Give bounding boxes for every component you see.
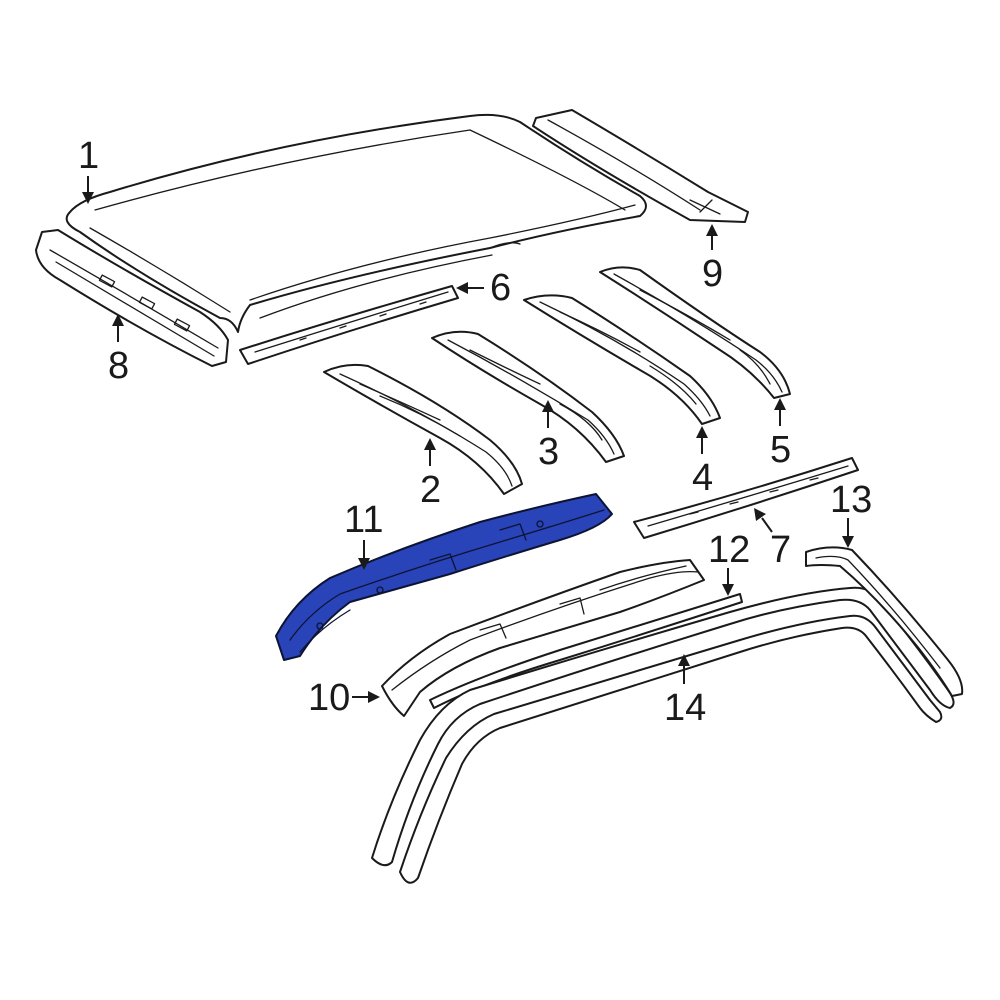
callout-11: 11 (344, 499, 383, 570)
callout-label-4: 4 (692, 457, 713, 499)
part-13-drip-molding (805, 546, 964, 697)
part-11-side-roof-rail (275, 493, 613, 661)
callout-label-3: 3 (538, 431, 559, 473)
part-7-side-rail-strip (633, 457, 859, 539)
callout-12: 12 (708, 529, 750, 596)
callout-3: 3 (538, 400, 559, 473)
callout-label-9: 9 (702, 253, 723, 295)
callout-label-5: 5 (770, 429, 791, 471)
callout-label-8: 8 (108, 345, 129, 387)
callout-label-6: 6 (490, 267, 511, 309)
part-3-roof-bow (431, 330, 625, 463)
part-14-drip-molding (371, 586, 955, 884)
callout-5: 5 (770, 398, 791, 471)
part-6-roof-rail-strip (239, 285, 459, 365)
part-8-front-header (35, 229, 229, 367)
callout-7: 7 (754, 508, 791, 571)
callout-label-2: 2 (420, 469, 441, 511)
part-1-roof-panel (65, 113, 647, 333)
callout-6: 6 (456, 267, 511, 309)
part-5-roof-bow (599, 266, 791, 399)
callout-1: 1 (78, 135, 99, 204)
callout-label-1: 1 (78, 135, 99, 177)
callout-label-10: 10 (308, 677, 350, 719)
callout-10: 10 (308, 677, 380, 719)
callout-label-11: 11 (344, 499, 383, 541)
callout-13: 13 (830, 479, 872, 548)
callout-label-13: 13 (830, 479, 872, 521)
callout-4: 4 (692, 426, 713, 499)
callout-8: 8 (108, 314, 129, 387)
part-10-inner-side-rail (381, 559, 705, 717)
callout-9: 9 (702, 224, 723, 295)
part-4-roof-bow (523, 294, 721, 425)
callout-label-7: 7 (770, 529, 791, 571)
part-12-weatherstrip (429, 593, 743, 709)
part-9-rear-header (532, 109, 749, 223)
callout-label-12: 12 (708, 529, 750, 571)
callout-label-14: 14 (664, 687, 706, 729)
callout-2: 2 (420, 438, 441, 511)
callout-14: 14 (664, 654, 706, 729)
part-2-roof-bow (323, 363, 523, 495)
